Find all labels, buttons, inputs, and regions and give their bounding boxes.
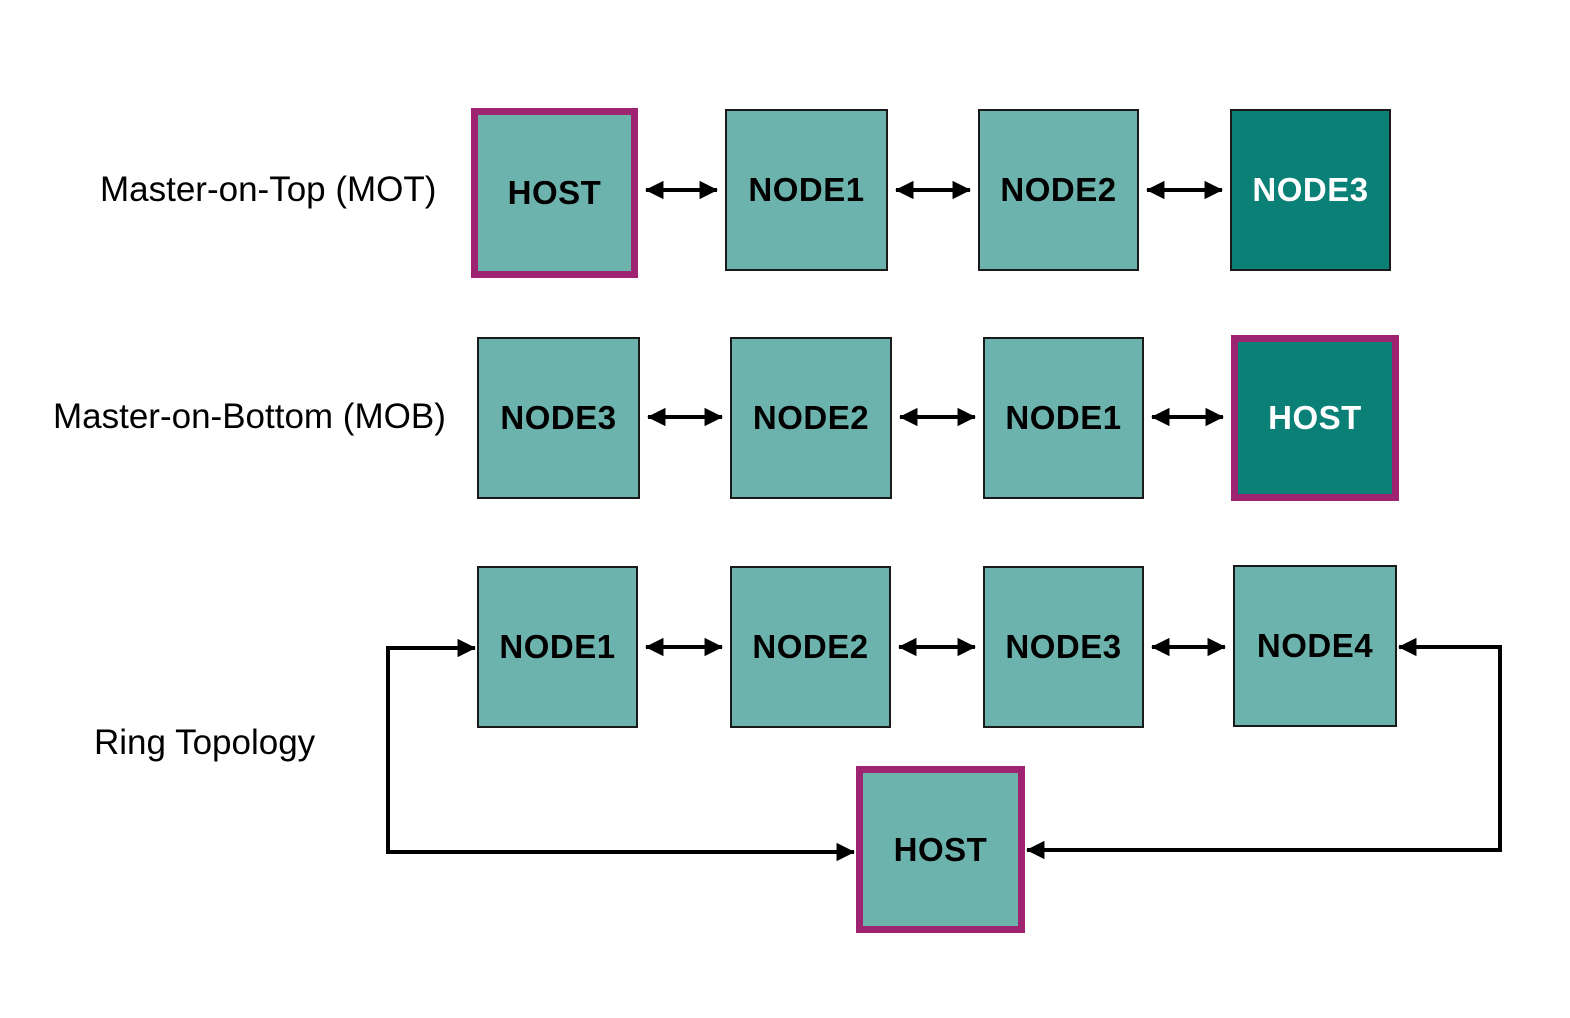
ring-host-box: HOST: [856, 766, 1025, 933]
row-label-master-on-bottom: Master-on-Bottom (MOB): [53, 397, 446, 436]
mot-node2-box: NODE2: [978, 109, 1139, 271]
mob-node1-box: NODE1: [983, 337, 1144, 499]
ring-node3-box: NODE3: [983, 566, 1144, 728]
ring-node3-label: NODE3: [1005, 628, 1122, 665]
mot-node3-box: NODE3: [1230, 109, 1391, 271]
mot-host-label: HOST: [507, 174, 602, 211]
mot-node2-label: NODE2: [1000, 171, 1117, 208]
ring-node4-box: NODE4: [1233, 565, 1397, 727]
mob-host-label: HOST: [1268, 399, 1362, 436]
mob-node2-box: NODE2: [730, 337, 892, 499]
mot-host-box: HOST: [471, 108, 638, 278]
ring-host-label: HOST: [893, 830, 988, 868]
ring-node2-label: NODE2: [752, 628, 869, 665]
mob-node3-label: NODE3: [500, 399, 617, 436]
row-label-ring-topology: Ring Topology: [94, 723, 316, 762]
ring-node4-label: NODE4: [1256, 627, 1374, 664]
ring-loop-left: [386, 638, 855, 862]
ring-node1-label: NODE1: [499, 628, 616, 665]
mob-host-box: HOST: [1231, 335, 1399, 501]
ring-loop-right: [1026, 637, 1502, 860]
mob-node1-label: NODE1: [1005, 399, 1122, 436]
mob-node2-label: NODE2: [752, 399, 870, 436]
mot-node1-label: NODE1: [748, 171, 865, 208]
ring-node2-box: NODE2: [730, 566, 891, 728]
mot-node3-label: NODE3: [1252, 171, 1369, 208]
row-label-master-on-top: Master-on-Top (MOT): [100, 170, 437, 209]
mob-node3-box: NODE3: [477, 337, 640, 499]
ring-node1-box: NODE1: [477, 566, 638, 728]
mot-node1-box: NODE1: [725, 109, 888, 271]
